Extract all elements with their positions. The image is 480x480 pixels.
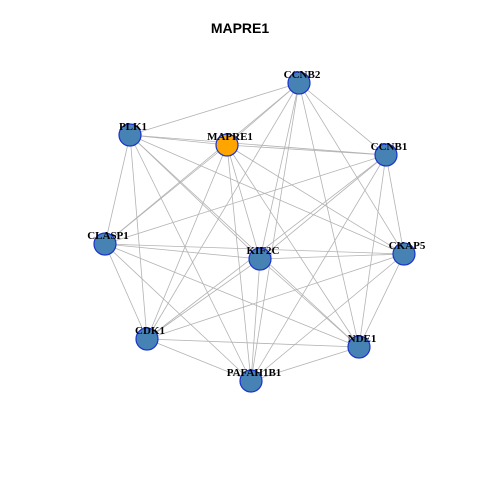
node-ccnb2	[287, 71, 311, 95]
edge-plk1-ckap5	[129, 134, 405, 255]
edge-ccnb2-kif2c	[259, 82, 300, 260]
node-label-pafah1b1: PAFAH1B1	[227, 367, 282, 379]
edge-plk1-nde1	[129, 134, 360, 348]
edge-mapre1-kif2c	[226, 144, 261, 260]
edge-ccnb1-nde1	[358, 154, 387, 348]
node-nde1	[347, 335, 371, 359]
node-pafah1b1	[239, 369, 263, 393]
edge-nde1-pafah1b1	[250, 346, 360, 382]
edge-clasp1-nde1	[104, 243, 360, 348]
edge-cdk1-nde1	[146, 338, 360, 348]
edge-mapre1-pafah1b1	[226, 144, 252, 382]
node-label-mapre1: MAPRE1	[207, 131, 253, 143]
edge-plk1-ccnb2	[129, 82, 300, 136]
edge-plk1-kif2c	[129, 134, 261, 260]
edge-mapre1-cdk1	[146, 144, 228, 340]
edge-plk1-cdk1	[129, 134, 148, 340]
node-kif2c	[248, 247, 272, 271]
edge-mapre1-clasp1	[104, 144, 228, 245]
edge-kif2c-cdk1	[146, 258, 261, 340]
node-ckap5	[392, 242, 416, 266]
node-label-ckap5: CKAP5	[389, 240, 426, 252]
edge-ccnb1-clasp1	[104, 154, 387, 245]
node-label-cdk1: CDK1	[135, 325, 165, 337]
node-label-ccnb1: CCNB1	[371, 141, 408, 153]
node-ccnb1	[374, 143, 398, 167]
edge-ckap5-cdk1	[146, 253, 405, 340]
edge-cdk1-pafah1b1	[146, 338, 252, 382]
edge-ccnb2-ckap5	[298, 82, 405, 255]
edge-ccnb2-clasp1	[104, 82, 300, 245]
edge-clasp1-cdk1	[104, 243, 148, 340]
edge-ckap5-nde1	[358, 253, 405, 348]
edge-ccnb1-kif2c	[259, 154, 387, 260]
edge-ccnb1-pafah1b1	[250, 154, 387, 382]
edge-ckap5-pafah1b1	[250, 253, 405, 382]
edge-ccnb2-ccnb1	[298, 82, 387, 156]
edge-plk1-ccnb1	[129, 134, 387, 156]
edge-kif2c-nde1	[259, 258, 360, 348]
edge-mapre1-nde1	[226, 144, 360, 348]
edge-clasp1-pafah1b1	[104, 243, 252, 382]
node-label-plk1: PLK1	[119, 121, 147, 133]
figure-title: MAPRE1	[210, 20, 270, 36]
node-label-kif2c: KIF2C	[247, 245, 280, 257]
edge-ccnb2-pafah1b1	[250, 82, 300, 382]
edge-kif2c-pafah1b1	[250, 258, 261, 382]
node-label-ccnb2: CCNB2	[284, 69, 321, 81]
node-plk1	[118, 123, 142, 147]
edge-mapre1-ccnb1	[226, 144, 387, 156]
node-label-clasp1: CLASP1	[87, 230, 129, 242]
node-cdk1	[135, 327, 159, 351]
edge-plk1-clasp1	[104, 134, 131, 245]
edge-kif2c-ckap5	[259, 253, 405, 260]
node-mapre1	[215, 133, 239, 157]
node-layer	[93, 71, 416, 393]
node-clasp1	[93, 232, 117, 256]
edge-clasp1-kif2c	[104, 243, 261, 260]
edge-ccnb2-cdk1	[146, 82, 300, 340]
edge-ccnb1-ckap5	[385, 154, 405, 255]
edge-plk1-pafah1b1	[129, 134, 252, 382]
node-label-nde1: NDE1	[348, 333, 377, 345]
edge-layer	[104, 82, 405, 382]
edge-ccnb2-nde1	[298, 82, 360, 348]
edge-ccnb1-cdk1	[146, 154, 387, 340]
edge-plk1-mapre1	[129, 134, 228, 146]
